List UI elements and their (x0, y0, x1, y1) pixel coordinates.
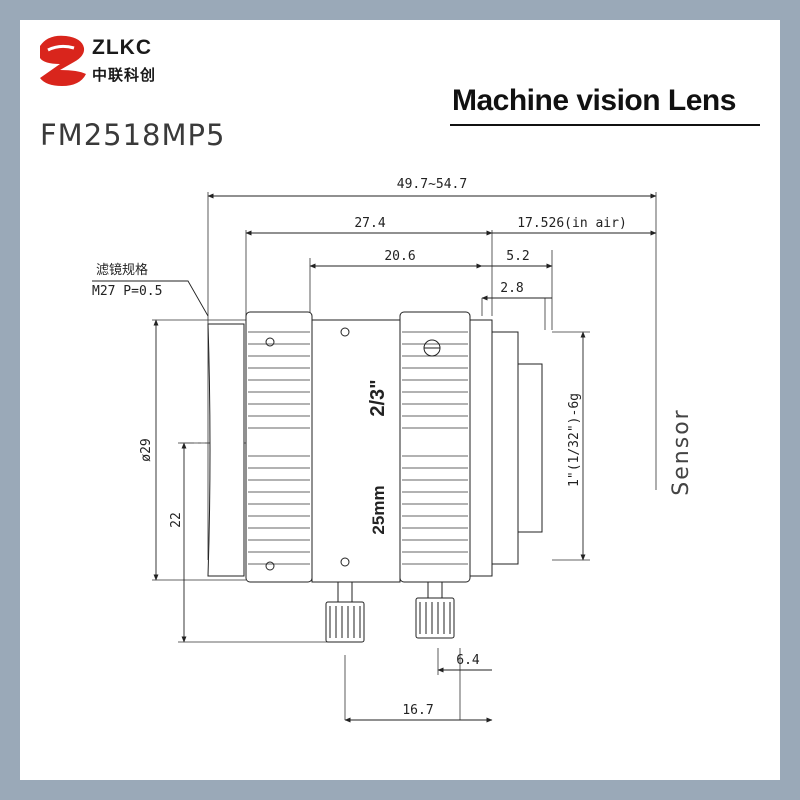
dim-mount-thread: 1"(1/32")-6g (567, 393, 582, 487)
title-underline (450, 124, 760, 126)
filter-spec: M27 P=0.5 (92, 284, 162, 299)
page-title: Machine vision Lens (452, 84, 736, 117)
sensor-label: Sensor (669, 408, 694, 495)
brand-chinese-name: 中联科创 (92, 66, 157, 84)
brand-name: ZLKC (92, 36, 152, 59)
dim-5-2: 5.2 (506, 249, 529, 264)
zlkc-logo-icon (40, 35, 86, 86)
barrel-format-label: 2/3" (367, 379, 389, 416)
dim-overall-length: 49.7~54.7 (397, 177, 467, 192)
dimension-lines (92, 193, 657, 723)
dim-diameter: ø29 (139, 438, 154, 461)
dim-height-22: 22 (169, 512, 184, 528)
dim-back-focus: 17.526(in air) (517, 216, 627, 231)
model-number: FM2518MP5 (40, 118, 226, 152)
dim-2-8: 2.8 (500, 281, 523, 296)
lens-body (207, 311, 543, 583)
dim-6-4: 6.4 (456, 653, 480, 668)
barrel-focal-label: 25mm (369, 485, 388, 534)
dim-20-6: 20.6 (384, 249, 415, 264)
dim-body-length: 27.4 (354, 216, 385, 231)
lens-drawing: 49.7~54.7 27.4 17.526(in air) 20.6 5.2 2… (92, 177, 694, 723)
filter-label: 滤镜规格 (96, 262, 148, 278)
screw-heads (265, 327, 441, 571)
dim-16-7: 16.7 (402, 703, 433, 718)
thumb-screws (325, 581, 455, 643)
drawing-sheet: ZLKC 中联科创 FM2518MP5 Machine vision Lens (20, 20, 780, 780)
grip-ridges (248, 331, 468, 565)
